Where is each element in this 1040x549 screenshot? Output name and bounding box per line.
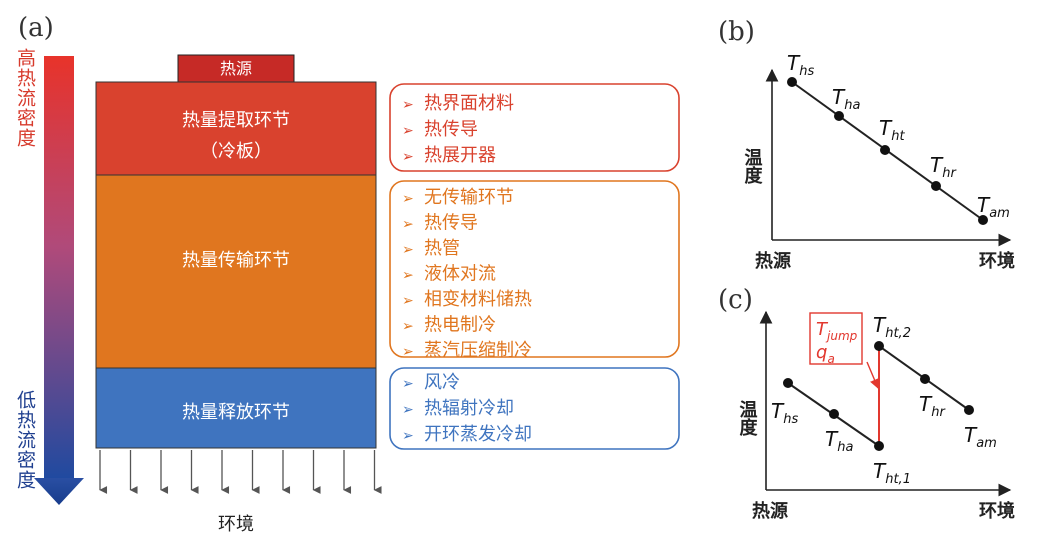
list-item: 热展开器 — [424, 145, 496, 166]
stage-extract-subtitle: （冷板） — [200, 141, 272, 162]
panel-c-ylabel: 温度 — [737, 400, 758, 437]
temperature-point — [931, 181, 941, 191]
list-bullet-icon: ➢ — [402, 319, 414, 335]
panel-b-xlabel-left: 热源 — [755, 250, 791, 272]
heat-flux-arrow-shaft — [44, 56, 74, 480]
list-bullet-icon: ➢ — [402, 217, 414, 233]
panel-a-label: (a) — [18, 13, 54, 43]
temperature-label: Tht — [879, 116, 905, 144]
list-transport: ➢ 无传输环节 ➢ 热传导 ➢ 热管 ➢ 液体对流 ➢ 相变材料储热 ➢ 热电制冷 ➢ 蒸汽压缩制冷 — [402, 187, 532, 361]
temperature-label: Tam — [977, 193, 1010, 221]
temperature-label: Tht,2 — [873, 313, 911, 341]
ambient-arrows — [99, 450, 382, 494]
list-bullet-icon: ➢ — [402, 149, 414, 165]
temperature-point — [964, 405, 974, 415]
list-item: 液体对流 — [424, 264, 496, 285]
list-bullet-icon: ➢ — [402, 97, 414, 113]
list-bullet-icon: ➢ — [402, 242, 414, 258]
temperature-point — [880, 145, 890, 155]
list-item: 无传输环节 — [424, 187, 514, 208]
list-item: 热管 — [424, 238, 460, 259]
ambient-label: 环境 — [218, 514, 254, 535]
jump-label-tjump: Tjump — [816, 319, 858, 343]
panel-b-xlabel-right: 环境 — [979, 250, 1015, 272]
jump-annotation-box — [809, 312, 863, 365]
stage-release-title: 热量释放环节 — [182, 402, 290, 423]
panel-c-xlabel-right: 环境 — [979, 500, 1015, 522]
temperature-label: Ths — [787, 51, 814, 79]
temperature-label: Tam — [964, 423, 997, 451]
list-item: 风冷 — [424, 372, 460, 393]
stage-transport-title: 热量传输环节 — [182, 250, 290, 271]
panel-c: (c) 温度 热源 环境 Tjump qa ThsThaTht,1Tht,2Th… — [718, 285, 1015, 522]
high-flux-label: 高热流密度 — [14, 48, 36, 148]
stage-transport-box — [95, 174, 377, 369]
temperature-label: Ths — [771, 399, 798, 427]
list-item: 热界面材料 — [424, 93, 514, 114]
stage-extract-title: 热量提取环节 — [182, 110, 290, 131]
panel-b-ylabel: 温度 — [742, 148, 763, 185]
list-item: 热辐射冷却 — [424, 398, 514, 419]
temperature-point — [874, 341, 884, 351]
list-bullet-icon: ➢ — [402, 123, 414, 139]
heat-source-box — [177, 54, 295, 83]
list-item: 开环蒸发冷却 — [424, 424, 532, 445]
temperature-label: Thr — [930, 153, 957, 181]
temperature-label: Tha — [832, 85, 860, 113]
list-bullet-icon: ➢ — [402, 268, 414, 284]
temperature-point — [920, 374, 930, 384]
low-flux-label: 低热流密度 — [14, 390, 36, 490]
list-item: 热传导 — [424, 213, 478, 234]
heat-flux-arrow-head — [34, 478, 84, 505]
stage-release-box — [95, 367, 377, 449]
temperature-point — [874, 441, 884, 451]
list-bullet-icon: ➢ — [402, 402, 414, 418]
temperature-label: Tht,1 — [873, 459, 911, 487]
list-item: 相变材料储热 — [424, 289, 532, 310]
temperature-point — [829, 409, 839, 419]
list-item: 热传导 — [424, 119, 478, 140]
list-extract: ➢ 热界面材料 ➢ 热传导 ➢ 热展开器 — [402, 93, 514, 166]
panel-c-xlabel-left: 热源 — [752, 500, 788, 522]
list-item: 热电制冷 — [424, 315, 496, 336]
temperature-label: Thr — [919, 392, 946, 420]
temperature-label: Tha — [825, 427, 853, 455]
list-transport-frame — [389, 180, 680, 358]
panel-a: (a) 高热流密度 低热流密度 热源 热量提取环节 （冷板） 热量传输环节 热量… — [14, 13, 680, 535]
temperature-point — [787, 77, 797, 87]
temperature-point — [978, 215, 988, 225]
heat-source-label: 热源 — [220, 59, 252, 78]
panel-c-label: (c) — [718, 285, 753, 315]
jump-annotation-pointer — [866, 361, 880, 389]
temperature-point — [834, 111, 844, 121]
list-extract-frame — [389, 83, 680, 172]
heat-flux-arrow — [34, 56, 84, 505]
list-bullet-icon: ➢ — [402, 191, 414, 207]
list-bullet-icon: ➢ — [402, 428, 414, 444]
temperature-point — [783, 378, 793, 388]
list-bullet-icon: ➢ — [402, 376, 414, 392]
list-release-frame — [389, 367, 680, 450]
list-release: ➢ 风冷 ➢ 热辐射冷却 ➢ 开环蒸发冷却 — [402, 372, 532, 445]
list-bullet-icon: ➢ — [402, 293, 414, 309]
jump-label-qa: qa — [816, 342, 835, 366]
list-item: 蒸汽压缩制冷 — [424, 340, 532, 361]
stage-extract-box — [95, 81, 377, 176]
list-bullet-icon: ➢ — [402, 344, 414, 360]
panel-b-label: (b) — [718, 17, 755, 47]
